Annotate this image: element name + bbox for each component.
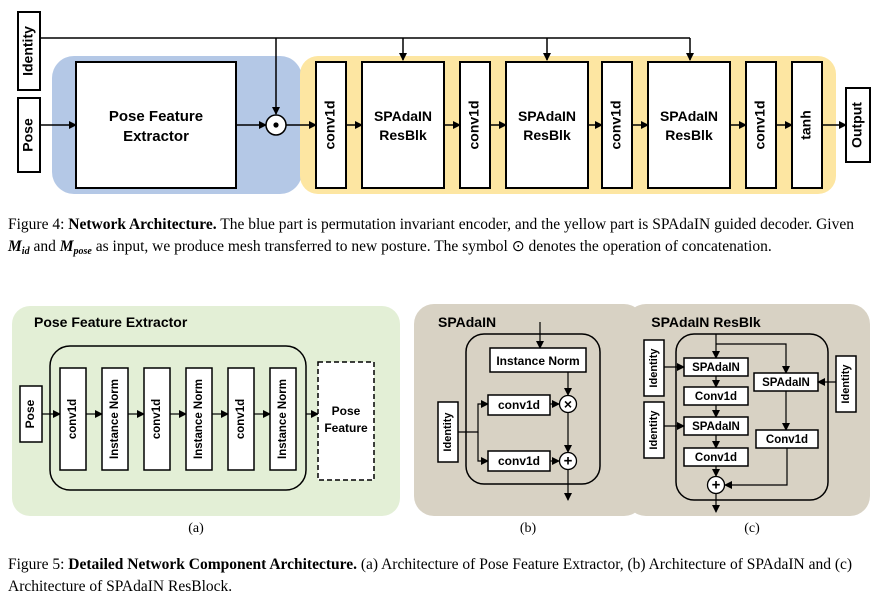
figure5-caption: Figure 5: Detailed Network Component Arc… — [8, 554, 878, 598]
decoder-tanh-label: tanh — [798, 110, 814, 140]
identity-input-label: Identity — [20, 26, 36, 76]
panel-a-sublabel: (a) — [188, 521, 204, 536]
panel-a-pose-feature-line2: Feature — [324, 421, 368, 435]
panel-a-layer-4 — [185, 367, 213, 471]
identity-input-box — [17, 11, 41, 91]
panel-a-layer-group — [49, 345, 307, 491]
panel-c-spadain-1-label: SPAdaIN — [692, 362, 740, 374]
output-label: Output — [849, 102, 865, 148]
panel-b-conv1d-top-label: conv1d — [498, 398, 540, 412]
panel-b-identity-label: Identity — [442, 412, 454, 452]
panel-a-layer-2-label: Instance Norm — [109, 379, 121, 459]
figure4-caption-label: Figure 4: — [8, 216, 65, 233]
figure5-caption-text: (a) Architecture of Pose Feature Extract… — [8, 556, 853, 595]
panel-b-instance-norm-label: Instance Norm — [496, 354, 579, 368]
panel-a-layer-4-label: Instance Norm — [193, 379, 205, 459]
figure4-caption-mpose: Mpose — [59, 238, 92, 257]
decoder-tanh — [791, 61, 823, 189]
panel-a-layer-3 — [143, 367, 171, 471]
panel-c-identity-2 — [643, 401, 665, 459]
pose-input-box — [17, 97, 41, 173]
figure4-diagram: Identity Pose Pose Feature Extractor con… — [17, 11, 871, 194]
decoder-conv1d-1-label: conv1d — [322, 100, 338, 149]
panel-a-layer-5-label: conv1d — [235, 399, 247, 439]
panel-a-pose-feature-line1: Pose — [332, 404, 361, 418]
panel-a-layer-1-label: conv1d — [67, 399, 79, 439]
m-pose-symbol: M — [59, 238, 74, 255]
figure4-caption-text2: and — [33, 238, 56, 255]
panel-b-identity-branch — [458, 400, 489, 433]
panel-b-multiply-symbol: × — [564, 396, 572, 412]
figure5c-diagram: SPAdaIN ResBlk SPAdaIN Conv1d SPAdaIN Co… — [626, 304, 870, 536]
decoder-conv1d-4-label: conv1d — [752, 100, 768, 149]
panel-c-identity-2-label: Identity — [648, 410, 660, 450]
panel-c-conv1d-skip-label: Conv1d — [766, 434, 808, 446]
panel-a-layer-3-label: conv1d — [151, 399, 163, 439]
decoder-conv1d-3-label: conv1d — [608, 100, 624, 149]
panel-a-pose-feature-box — [317, 361, 375, 481]
concat-dot — [273, 122, 279, 128]
panel-c-identity-1-label: Identity — [648, 348, 660, 388]
pose-input-label: Pose — [20, 118, 36, 152]
panel-b-instance-norm-box — [489, 347, 587, 373]
panel-c-sublabel: (c) — [744, 521, 760, 536]
figure4-caption-text1: The blue part is permutation invariant e… — [220, 216, 854, 233]
figure4-caption-mid: Mid — [8, 238, 30, 257]
panel-c-spadain-skip-label: SPAdaIN — [762, 377, 810, 389]
panel-c-add-symbol: + — [712, 477, 721, 494]
m-id-subscript: id — [21, 246, 30, 257]
decoder-spadain-resblk-2-line1: SPAdaIN — [518, 108, 576, 124]
decoder-spadain-resblk-1-line2: ResBlk — [379, 127, 427, 143]
panel-b-inner-group — [465, 333, 601, 485]
panel-b-conv1d-bottom-label: conv1d — [498, 454, 540, 468]
panel-a-layer-2 — [101, 367, 129, 471]
panel-c-identity-3-label: Identity — [840, 364, 852, 404]
panel-b-identity-branch-2 — [477, 432, 489, 465]
panel-a-title: Pose Feature Extractor — [34, 314, 188, 330]
decoder-conv1d-1 — [315, 61, 347, 189]
figure5-caption-label: Figure 5: — [8, 556, 65, 573]
panel-b-title: SPAdaIN — [438, 314, 496, 330]
figure4-caption-text3: as input, we produce mesh transferred to… — [95, 238, 772, 255]
decoder-spadain-resblk-1 — [361, 61, 445, 189]
pose-feature-extractor-label-line1: Pose Feature — [109, 108, 203, 125]
panel-a-pose-label: Pose — [23, 399, 37, 428]
panel-a-layer-1 — [59, 367, 87, 471]
decoder-spadain-resblk-3-line1: SPAdaIN — [660, 108, 718, 124]
pose-feature-extractor-box — [75, 61, 237, 189]
figure5-caption-title: Detailed Network Component Architecture. — [68, 556, 357, 573]
panel-c-conv1d-1-label: Conv1d — [695, 391, 737, 403]
figure5b-diagram: SPAdaIN Instance Norm × + Identity conv1… — [414, 304, 644, 536]
panel-a-layer-6 — [269, 367, 297, 471]
panel-c-spadain-2-label: SPAdaIN — [692, 421, 740, 433]
decoder-conv1d-2-label: conv1d — [466, 100, 482, 149]
panel-a-layer-5 — [227, 367, 255, 471]
panel-c-title: SPAdaIN ResBlk — [651, 314, 761, 330]
figure4-caption: Figure 4: Network Architecture. The blue… — [8, 214, 878, 263]
panel-c-identity-3 — [835, 355, 857, 413]
decoder-spadain-resblk-1-line1: SPAdaIN — [374, 108, 432, 124]
output-box — [845, 87, 871, 163]
pose-feature-extractor-label-line2: Extractor — [123, 128, 189, 145]
figure5a-diagram: Pose Feature Extractor Pose conv1d Insta… — [12, 306, 400, 536]
panel-c-inner-group — [675, 333, 829, 501]
panel-b-add-symbol: + — [564, 453, 573, 470]
m-pose-subscript: pose — [73, 246, 92, 257]
panel-b-sublabel: (b) — [520, 521, 537, 536]
panel-b-conv1d-top — [487, 394, 551, 416]
panel-c-skip-to-add — [724, 448, 788, 489]
m-id-symbol: M — [8, 238, 22, 255]
panel-c-skip-branch — [716, 343, 790, 374]
decoder-spadain-resblk-3 — [647, 61, 731, 189]
panel-a-layers: conv1d Instance Norm conv1d Instance Nor… — [59, 367, 297, 471]
panel-c-conv1d-2-label: Conv1d — [695, 452, 737, 464]
decoder-spadain-resblk-3-line2: ResBlk — [665, 127, 713, 143]
figure4-caption-title: Network Architecture. — [68, 216, 217, 233]
panel-c-identity-1 — [643, 339, 665, 397]
panel-a-layer-6-label: Instance Norm — [277, 379, 289, 459]
decoder-spadain-resblk-2 — [505, 61, 589, 189]
decoder-spadain-resblk-2-line2: ResBlk — [523, 127, 571, 143]
